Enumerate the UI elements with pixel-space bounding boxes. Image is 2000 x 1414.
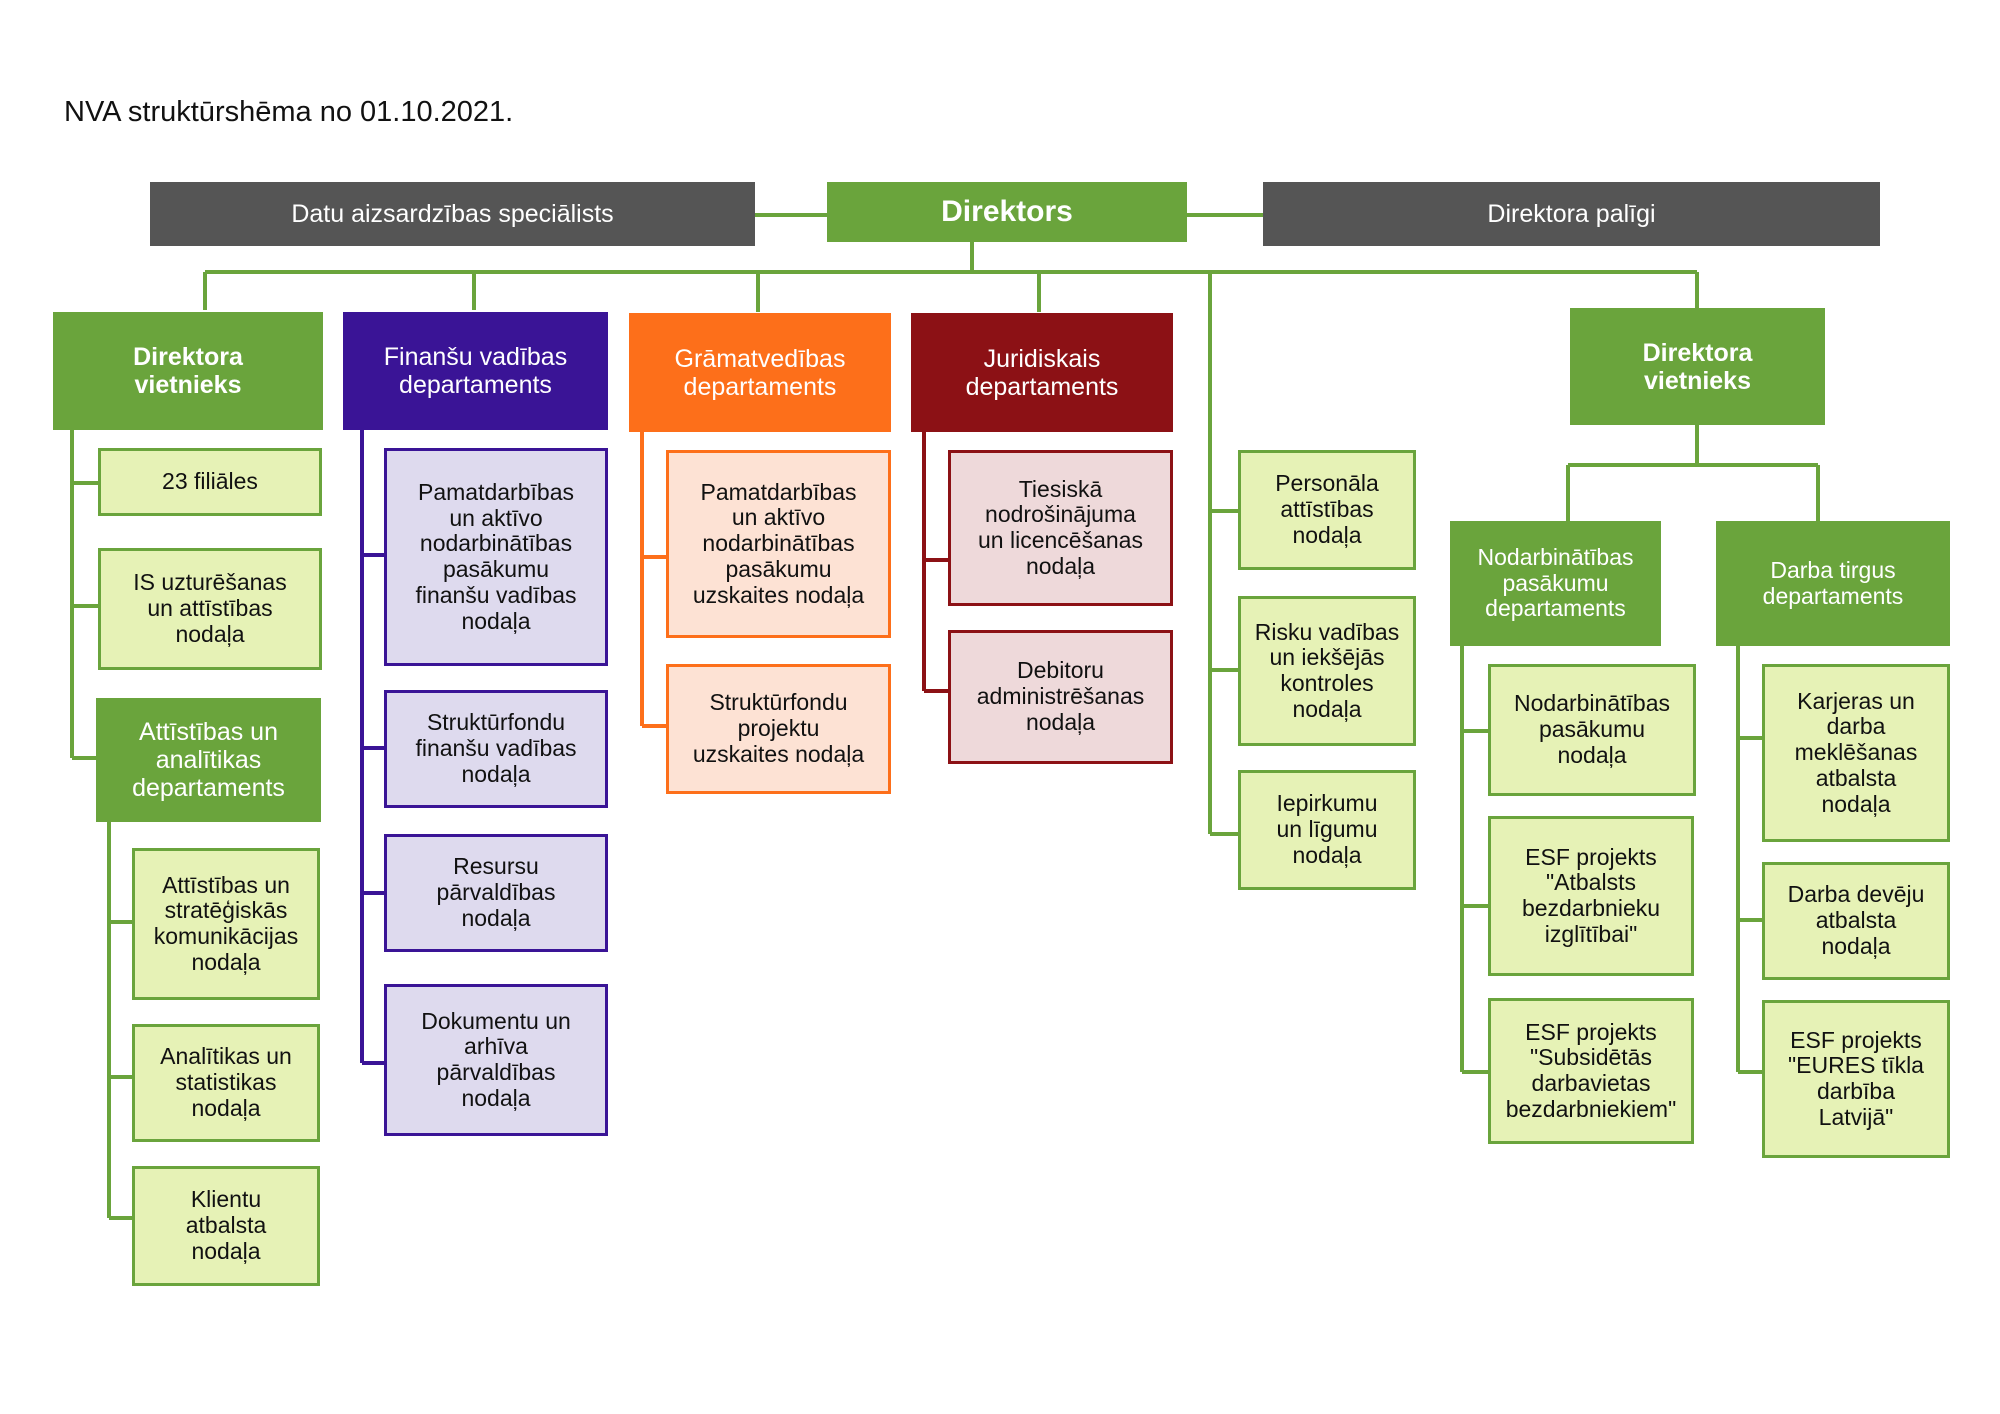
department-box: Personāla attīstības nodaļa: [1238, 450, 1416, 570]
department-box: Karjeras un darba meklēšanas atbalsta no…: [1762, 664, 1950, 842]
labour-market-department-box: Darba tirgus departaments: [1716, 521, 1950, 646]
director-assistants-box: Direktora palīgi: [1263, 182, 1880, 246]
department-box: 23 filiāles: [98, 448, 322, 516]
deputy-director-box: Direktora vietnieks: [53, 312, 323, 430]
data-protection-specialist-box: Datu aizsardzības speciālists: [150, 182, 755, 246]
finance-management-department-box: Finanšu vadības departaments: [343, 312, 608, 430]
development-analytics-department-box: Attīstības un analītikas departaments: [96, 698, 321, 822]
director-box: Direktors: [827, 182, 1187, 242]
department-box: Analītikas un statistikas nodaļa: [132, 1024, 320, 1142]
deputy-director-box: Direktora vietnieks: [1570, 308, 1825, 425]
accounting-connectors: [640, 432, 666, 728]
department-box: Darba devēju atbalsta nodaļa: [1762, 862, 1950, 980]
accounting-department-box: Grāmatvedības departaments: [629, 313, 891, 432]
legal-connectors: [922, 432, 948, 693]
legal-department-box: Juridiskais departaments: [911, 313, 1173, 432]
department-box: ESF projekts "EURES tīkla darbība Latvij…: [1762, 1000, 1950, 1158]
department-box: Iepirkumu un līgumu nodaļa: [1238, 770, 1416, 890]
department-box: Pamatdarbības un aktīvo nodarbinātības p…: [384, 448, 608, 666]
department-box: IS uzturēšanas un attīstības nodaļa: [98, 548, 322, 670]
employment-measures-department-box: Nodarbinātības pasākumu departaments: [1450, 521, 1661, 646]
top-connectors: [70, 213, 1820, 1220]
department-box: Struktūrfondu finanšu vadības nodaļa: [384, 690, 608, 808]
department-box: Dokumentu un arhīva pārvaldības nodaļa: [384, 984, 608, 1136]
department-box: Attīstības un stratēģiskās komunikācijas…: [132, 848, 320, 1000]
department-box: Pamatdarbības un aktīvo nodarbinātības p…: [666, 450, 891, 638]
department-box: ESF projekts "Subsidētās darbavietas bez…: [1488, 998, 1694, 1144]
chart-title: NVA struktūrshēma no 01.10.2021.: [64, 96, 514, 128]
department-box: Nodarbinātības pasākumu nodaļa: [1488, 664, 1696, 796]
department-box: Klientu atbalsta nodaļa: [132, 1166, 320, 1286]
department-box: ESF projekts "Atbalsts bezdarbnieku izgl…: [1488, 816, 1694, 976]
department-box: Resursu pārvaldības nodaļa: [384, 834, 608, 952]
finance-connectors: [360, 430, 384, 1065]
department-box: Struktūrfondu projektu uzskaites nodaļa: [666, 664, 891, 794]
department-box: Risku vadības un iekšējās kontroles noda…: [1238, 596, 1416, 746]
department-box: Tiesiskā nodrošinājuma un licencēšanas n…: [948, 450, 1173, 606]
department-box: Debitoru administrēšanas nodaļa: [948, 630, 1173, 764]
